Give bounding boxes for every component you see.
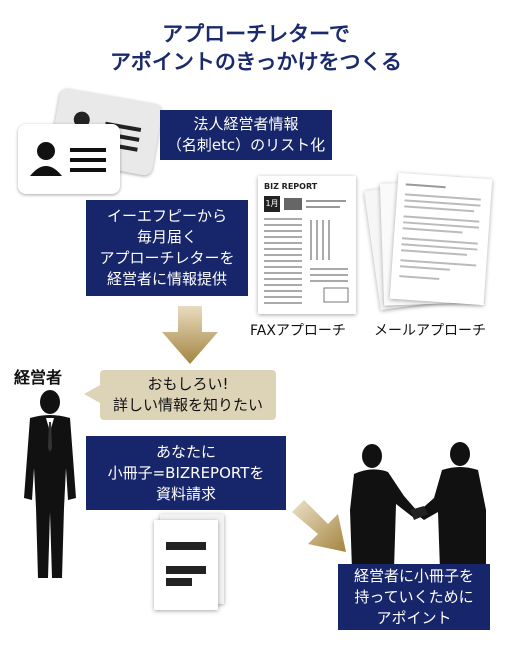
- fax-doc-badge-number: 1: [265, 199, 271, 208]
- speech-line-1: おもしろい!: [147, 375, 229, 393]
- fax-doc-badge: 1月: [264, 196, 280, 212]
- fax-document: BIZ REPORT 1月: [258, 176, 356, 314]
- list-info-box: 法人経営者情報 （名刺etc）のリスト化: [160, 110, 332, 160]
- appointment-line-3: アポイント: [376, 608, 452, 627]
- businessman-icon: [24, 390, 76, 578]
- mail-doc-text-lines: [399, 183, 481, 280]
- request-line-1: あなたに: [155, 442, 216, 461]
- appointment-info-box: 経営者に小冊子を 持っていくために アポイント: [338, 564, 490, 630]
- down-arrow-icon: [162, 306, 218, 364]
- speech-line-2: 詳しい情報を知りたい: [112, 396, 263, 414]
- fax-doc-brand: BIZ REPORT: [264, 182, 318, 191]
- booklet-front: [154, 520, 218, 610]
- mail-document-front: [389, 172, 493, 306]
- person-card-icon: [30, 142, 106, 176]
- letter-line-3: アプローチレターを: [99, 249, 235, 267]
- letter-line-1: イーエフピーから: [106, 207, 227, 225]
- request-line-3: 資料請求: [155, 484, 216, 503]
- handshake-icon: [350, 442, 486, 570]
- letter-info-box: イーエフピーから 毎月届く アプローチレターを 経営者に情報提供: [86, 200, 248, 296]
- list-info-line-1: 法人経営者情報: [193, 115, 299, 133]
- fax-approach-label: FAXアプローチ: [250, 323, 346, 339]
- request-info-box: あなたに 小冊子=BIZREPORTを 資料請求: [86, 436, 286, 510]
- diagonal-arrow-icon: [292, 500, 346, 552]
- letter-line-4: 経営者に情報提供: [106, 270, 227, 288]
- fax-doc-text-lines: [264, 198, 349, 304]
- letter-line-2: 毎月届く: [136, 228, 197, 246]
- title-line-1: アプローチレターで: [162, 22, 350, 46]
- mail-approach-label: メールアプローチ: [374, 323, 486, 339]
- request-line-2: 小冊子=BIZREPORTを: [107, 463, 265, 482]
- booklet-text-icon: [166, 542, 206, 586]
- appointment-line-2: 持っていくために: [354, 587, 474, 606]
- page-title: アプローチレターで アポイントのきっかけをつくる: [0, 20, 512, 76]
- fax-doc-badge-unit: 月: [270, 199, 279, 208]
- manager-label: 経営者: [14, 368, 63, 387]
- title-line-2: アポイントのきっかけをつくる: [109, 50, 403, 74]
- speech-bubble: おもしろい! 詳しい情報を知りたい: [100, 370, 276, 420]
- business-card-front: [18, 124, 120, 194]
- speech-bubble-tail: [84, 384, 102, 404]
- appointment-line-1: 経営者に小冊子を: [353, 566, 474, 585]
- list-info-line-2: （名刺etc）のリスト化: [166, 136, 326, 154]
